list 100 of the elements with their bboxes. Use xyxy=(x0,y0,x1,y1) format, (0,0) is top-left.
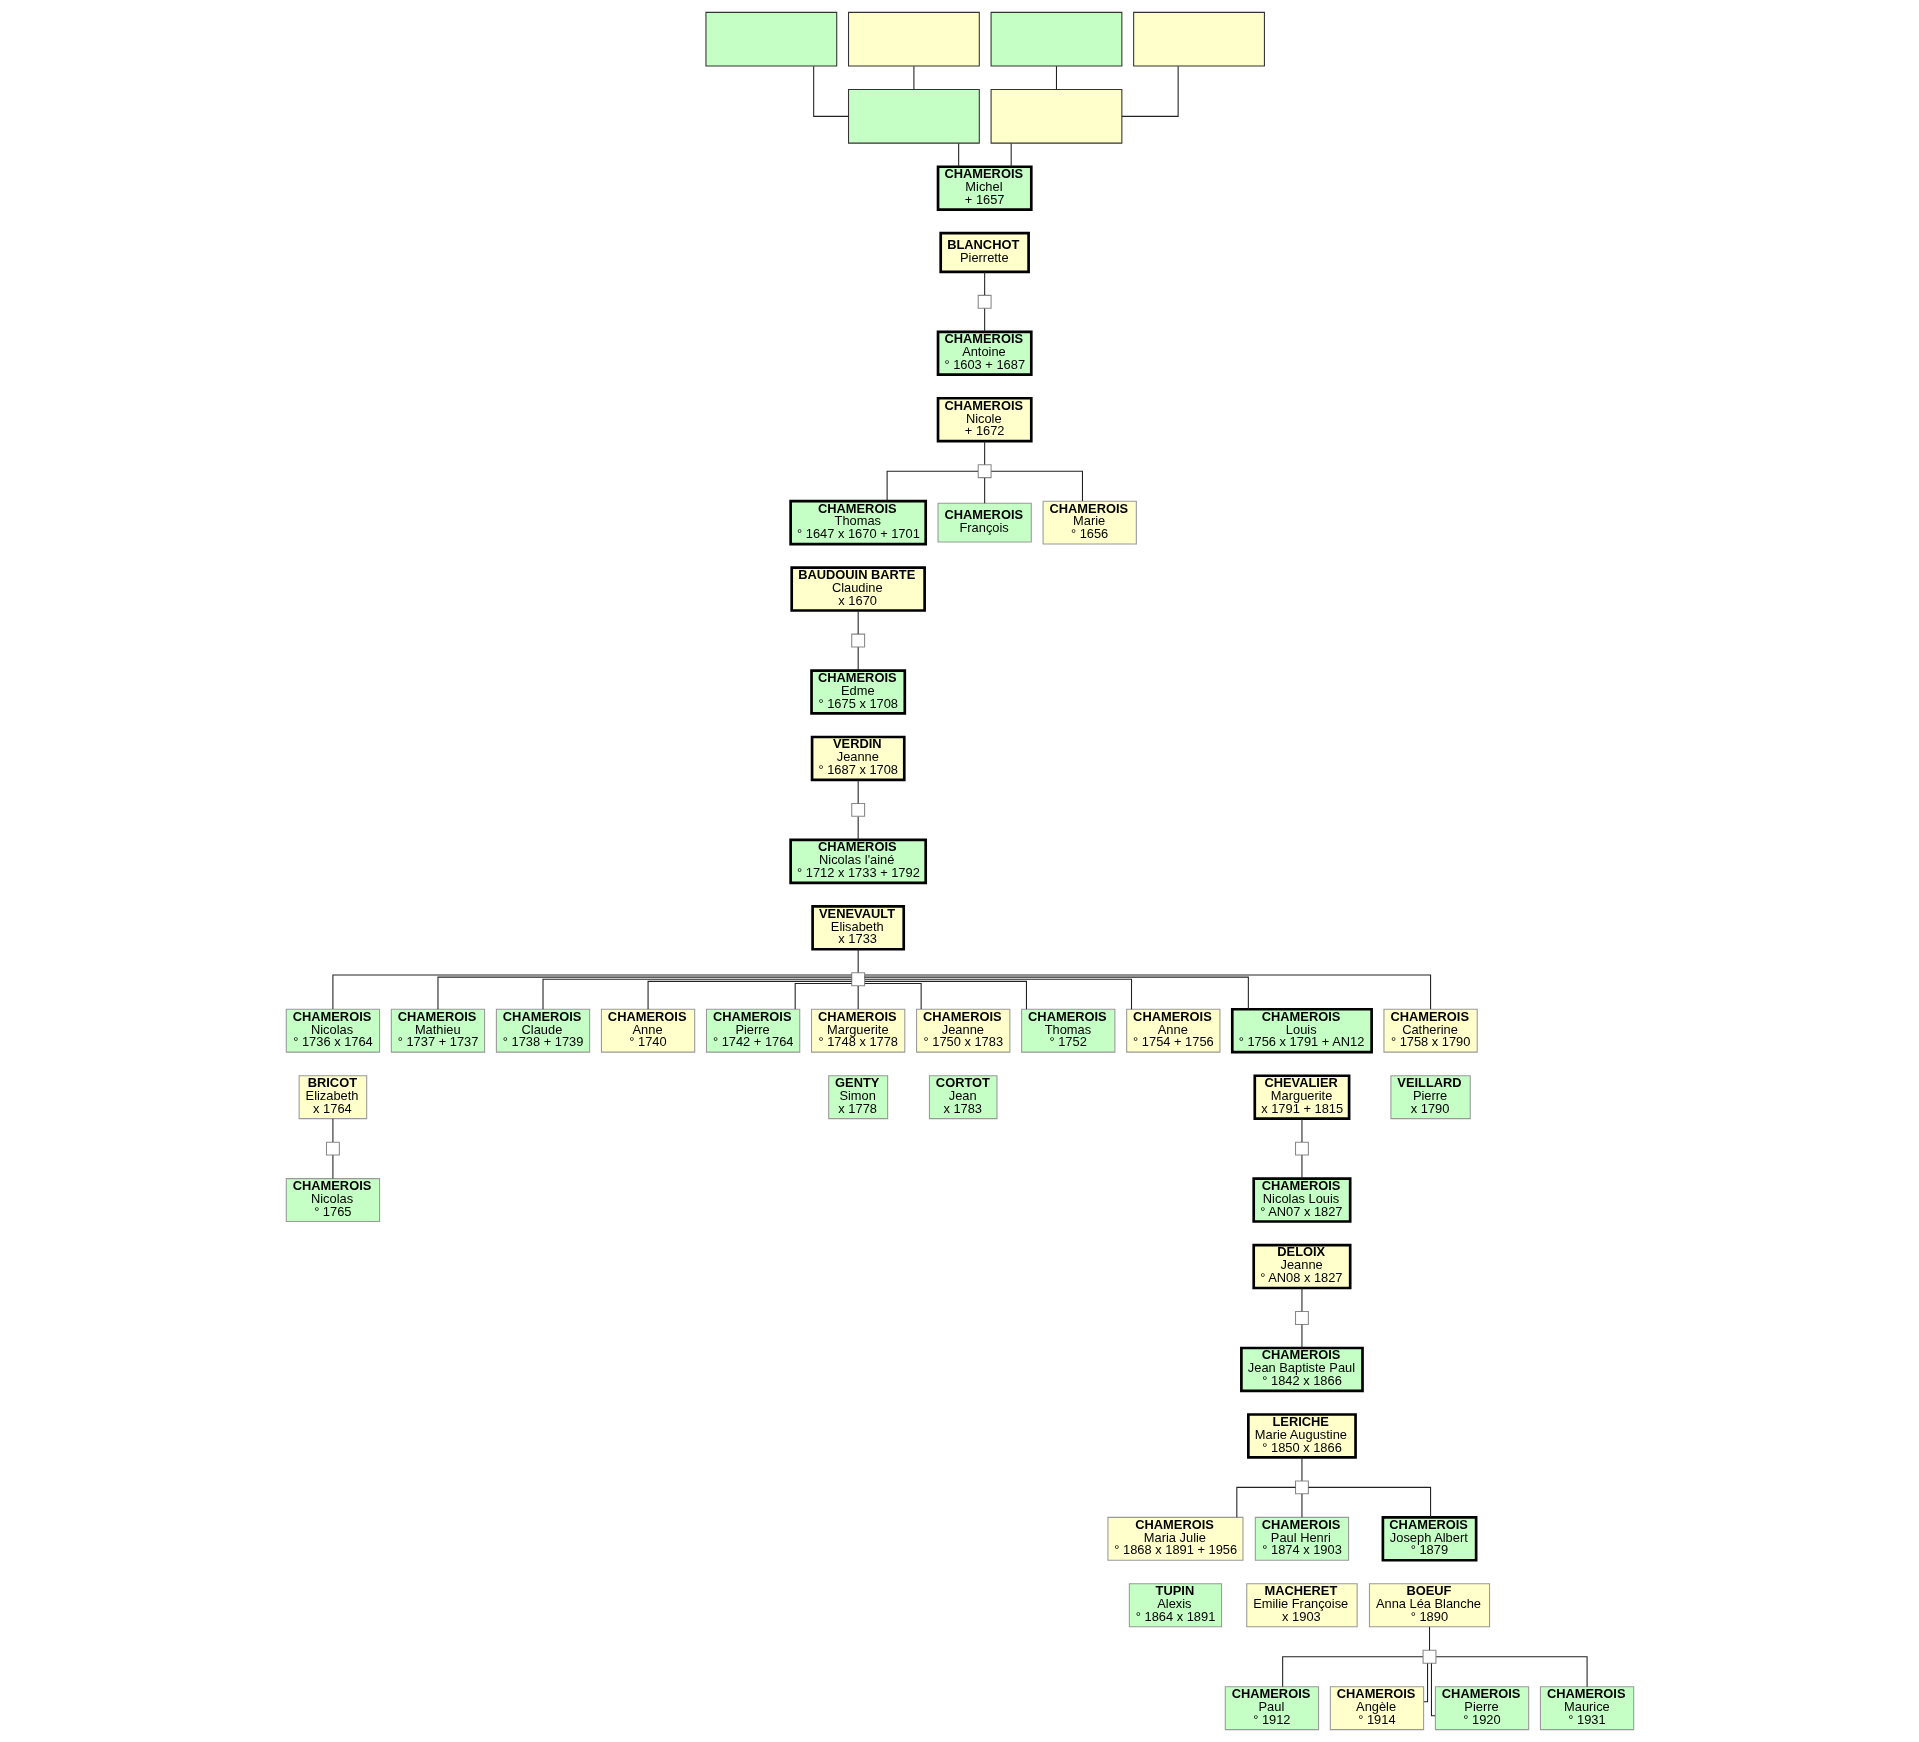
node-box: CHAMEROIS Claude ° 1738 + 1739 xyxy=(495,1008,590,1053)
connector xyxy=(1281,1656,1423,1688)
node-box: CHAMEROIS Pierre ° 1742 + 1764 xyxy=(705,1008,800,1053)
connector xyxy=(1422,1662,1428,1703)
connector xyxy=(857,985,859,1010)
node-box: CHAMEROIS Jean Baptiste Paul ° 1842 x 1866 xyxy=(1239,1346,1364,1393)
node-box xyxy=(990,89,1122,144)
connector xyxy=(1235,1486,1296,1518)
node-box xyxy=(990,11,1122,67)
connector xyxy=(1300,1154,1302,1179)
node-box: CORTOT Jean x 1783 xyxy=(928,1075,997,1120)
node-box: CHAMEROIS Louis ° 1756 x 1791 + AN12 xyxy=(1230,1007,1373,1054)
node-box xyxy=(977,464,992,479)
node-box xyxy=(704,11,837,67)
node-box: CHAMEROIS Paul ° 1912 xyxy=(1224,1686,1319,1731)
node-box: CHAMEROIS Nicole + 1672 xyxy=(936,396,1033,443)
node-box: VERDIN Jeanne ° 1687 x 1708 xyxy=(810,735,906,782)
node-box: CHAMEROIS Pierre ° 1920 xyxy=(1434,1686,1529,1731)
connector xyxy=(863,976,1249,1010)
node-box xyxy=(850,802,865,817)
connector xyxy=(1055,65,1057,90)
connector xyxy=(1428,1626,1430,1651)
node-box xyxy=(1294,1141,1309,1156)
node-box: CHAMEROIS Michel + 1657 xyxy=(936,165,1033,211)
connector xyxy=(331,974,852,1010)
connector xyxy=(990,470,1083,502)
node-box: CHAMEROIS François xyxy=(937,502,1032,543)
node-box: CHAMEROIS Jeanne ° 1750 x 1783 xyxy=(915,1008,1010,1053)
connector xyxy=(863,983,922,1010)
connector xyxy=(1307,1486,1431,1518)
node-box: CHAMEROIS Antoine ° 1603 + 1687 xyxy=(936,330,1033,377)
connector xyxy=(331,1118,333,1143)
node-box: TUPIN Alexis ° 1864 x 1891 xyxy=(1128,1583,1222,1628)
node-box: CHAMEROIS Anne ° 1754 + 1756 xyxy=(1125,1008,1220,1053)
connector xyxy=(863,980,1027,1010)
connector xyxy=(857,610,859,635)
node-box xyxy=(850,633,865,648)
node-box xyxy=(847,11,980,67)
node-box: CHAMEROIS Marguerite ° 1748 x 1778 xyxy=(810,1008,905,1053)
connector xyxy=(863,978,1132,1010)
node-box: CHAMEROIS Maria Julie ° 1868 x 1891 + 1956 xyxy=(1106,1516,1244,1561)
node-box: CHAMEROIS Nicolas ° 1765 xyxy=(285,1178,380,1223)
connector xyxy=(983,440,985,466)
node-box xyxy=(847,89,980,144)
node-box: CHAMEROIS Edme ° 1675 x 1708 xyxy=(809,669,906,715)
node-box xyxy=(1422,1649,1436,1664)
node-box: CHAMEROIS Thomas ° 1647 x 1670 + 1701 xyxy=(788,499,927,546)
connector xyxy=(857,779,859,804)
node-box: CHAMEROIS Angèle ° 1914 xyxy=(1329,1686,1424,1731)
connector xyxy=(857,948,859,974)
connector xyxy=(983,271,985,296)
node-box: CHAMEROIS Marie ° 1656 xyxy=(1042,500,1137,545)
connector xyxy=(1120,65,1179,117)
connector xyxy=(331,1154,333,1179)
node-box: VEILLARD Pierre x 1790 xyxy=(1389,1075,1471,1120)
node-box: CHAMEROIS Maurice ° 1931 xyxy=(1539,1686,1634,1731)
node-box xyxy=(850,972,865,987)
node-box: DELOIX Jeanne ° AN08 x 1827 xyxy=(1251,1243,1351,1290)
node-box xyxy=(1132,11,1265,67)
node-box xyxy=(1294,1480,1309,1495)
connector xyxy=(1430,1662,1436,1717)
node-box: LERICHE Marie Augustine ° 1850 x 1866 xyxy=(1246,1413,1357,1459)
node-box: BLANCHOT Pierrette xyxy=(938,231,1030,274)
connector xyxy=(542,978,852,1010)
connector xyxy=(1300,1324,1302,1349)
node-box: CHAMEROIS Nicolas l'ainé ° 1712 x 1733 + 1792 xyxy=(788,838,927,885)
connector xyxy=(1300,1287,1302,1312)
connector xyxy=(812,65,849,117)
connector xyxy=(1300,1456,1302,1482)
connector xyxy=(857,646,859,671)
connector xyxy=(863,974,1431,1010)
connector xyxy=(983,477,985,504)
node-box: MACHERET Emilie Françoise x 1903 xyxy=(1245,1583,1358,1628)
node-box xyxy=(977,294,992,309)
node-box: CHAMEROIS Joseph Albert ° 1879 xyxy=(1381,1516,1477,1562)
connector xyxy=(983,308,985,333)
connector xyxy=(647,980,852,1010)
node-box: GENTY Simon x 1778 xyxy=(827,1075,888,1120)
connector xyxy=(1300,1118,1302,1143)
node-box: CHAMEROIS Anne ° 1740 xyxy=(600,1008,695,1053)
connector xyxy=(794,983,852,1010)
node-box: CHEVALIER Marguerite x 1791 + 1815 xyxy=(1252,1074,1350,1120)
node-box: CHAMEROIS Catherine ° 1758 x 1790 xyxy=(1382,1008,1478,1053)
node-box xyxy=(325,1141,340,1156)
node-box: CHAMEROIS Thomas ° 1752 xyxy=(1020,1008,1115,1053)
node-box: BRICOT Elizabeth x 1764 xyxy=(298,1075,367,1120)
node-box: CHAMEROIS Mathieu ° 1737 + 1737 xyxy=(390,1008,485,1053)
connector xyxy=(857,816,859,841)
node-box: CHAMEROIS Paul Henri ° 1874 x 1903 xyxy=(1254,1516,1349,1561)
node-box xyxy=(1294,1311,1309,1325)
connector xyxy=(1300,1493,1302,1518)
connector xyxy=(1435,1656,1588,1688)
connector xyxy=(957,142,959,168)
node-box: VENEVAULT Elisabeth x 1733 xyxy=(810,905,905,951)
node-box: BOEUF Anna Léa Blanche ° 1890 xyxy=(1368,1583,1490,1628)
connector xyxy=(436,976,852,1010)
connector xyxy=(886,470,978,502)
node-box: BAUDOUIN BARTE Claudine x 1670 xyxy=(789,566,926,612)
connector xyxy=(912,65,914,90)
connector xyxy=(1010,142,1012,168)
